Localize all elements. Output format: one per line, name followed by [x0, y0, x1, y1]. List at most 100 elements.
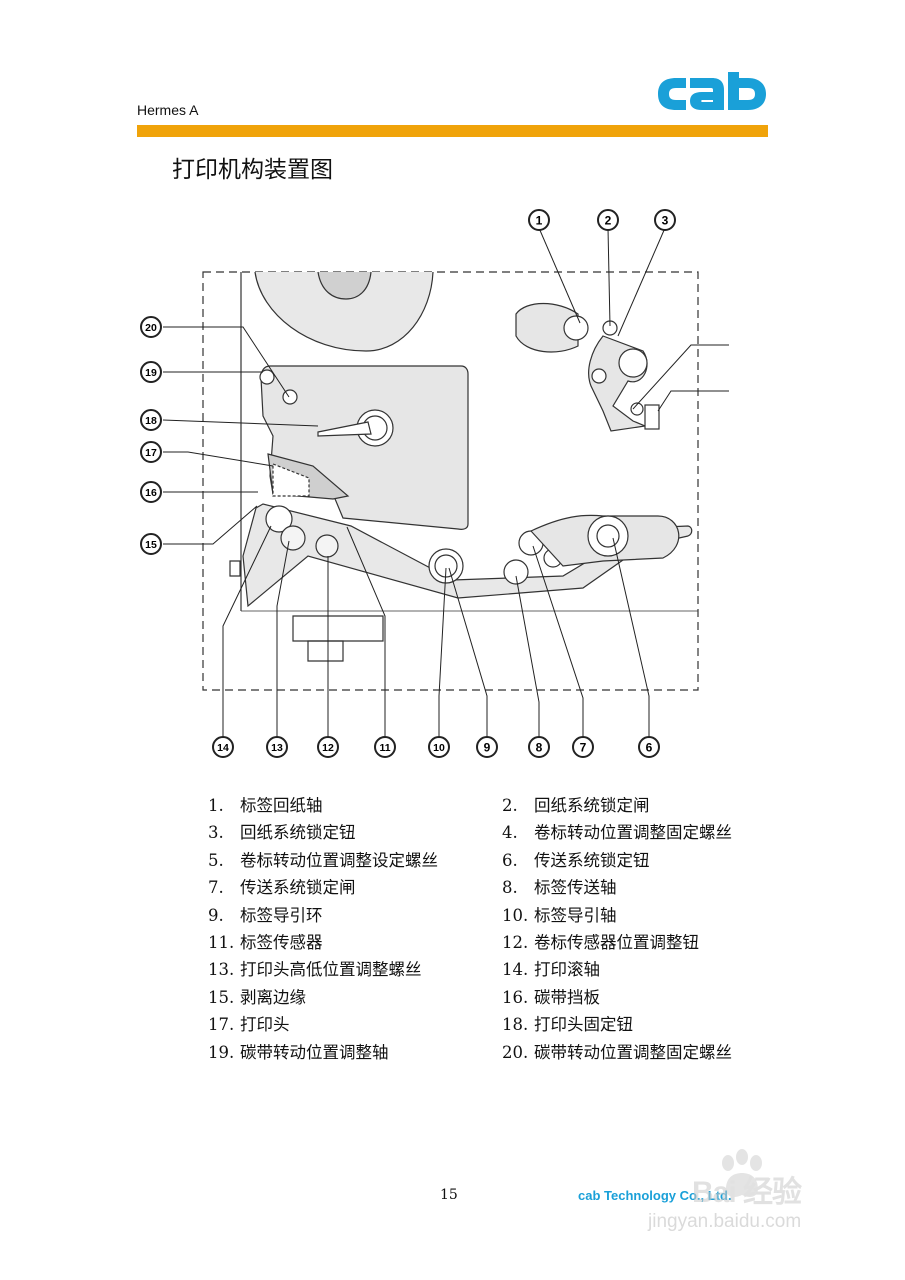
legend-item: 1.标签回纸轴 — [208, 796, 502, 815]
legend-number: 6. — [502, 850, 518, 870]
legend-text: 标签回纸轴 — [240, 796, 323, 815]
svg-text:19: 19 — [145, 367, 157, 379]
callout-17: 17 — [140, 441, 162, 463]
parts-legend: 1.标签回纸轴 2. 回纸系统锁定闸 3. 回纸系统锁定钮 4. 卷标转动位置调整固定… — [208, 796, 788, 1062]
document-header-title: Hermes A — [137, 102, 199, 118]
svg-text:20: 20 — [145, 322, 157, 334]
legend-number: 3. — [208, 823, 224, 843]
legend-item: 17.打印头 — [208, 1015, 502, 1034]
legend-item: 5.卷标转动位置调整设定螺丝 — [208, 851, 502, 870]
legend-number: 14. — [502, 960, 529, 980]
legend-text: 标签导引环 — [240, 905, 323, 925]
legend-number: 17. — [208, 1015, 235, 1035]
legend-item: 20.碳带转动位置调整固定螺丝 — [502, 1043, 788, 1062]
watermark-url: jingyan.baidu.com — [648, 1211, 802, 1232]
legend-number: 16. — [502, 987, 529, 1007]
legend-text: 标签传送轴 — [534, 878, 617, 898]
legend-number: 19. — [208, 1042, 235, 1062]
legend-item: 14.打印滚轴 — [502, 960, 788, 979]
svg-text:11: 11 — [379, 742, 390, 754]
page-number: 15 — [440, 1187, 458, 1203]
callout-14: 14 — [212, 736, 234, 758]
legend-item: 12.卷标传感器位置调整钮 — [502, 933, 788, 952]
svg-text:2: 2 — [605, 214, 612, 228]
legend-number: 18. — [502, 1015, 529, 1035]
svg-text:14: 14 — [217, 742, 229, 754]
legend-number: 10. — [502, 905, 529, 925]
legend-number: 20. — [502, 1042, 529, 1062]
svg-text:18: 18 — [145, 415, 157, 427]
legend-item: 8. 标签传送轴 — [502, 878, 788, 897]
legend-text: 碳带挡板 — [534, 987, 600, 1007]
callout-1: 1 — [528, 209, 550, 231]
svg-text:17: 17 — [145, 447, 157, 459]
legend-number: 15. — [208, 987, 235, 1007]
callout-13: 13 — [266, 736, 288, 758]
legend-text: 传送系统锁定钮 — [534, 850, 650, 870]
svg-text:16: 16 — [145, 487, 157, 499]
legend-number: 4. — [502, 823, 518, 843]
callout-2: 2 — [597, 209, 619, 231]
svg-text:7: 7 — [580, 741, 587, 755]
legend-number: 13. — [208, 960, 235, 980]
svg-text:12: 12 — [322, 742, 334, 754]
legend-item: 7.传送系统锁定闸 — [208, 878, 502, 897]
svg-text:15: 15 — [145, 539, 157, 551]
legend-text: 打印头 — [240, 1015, 290, 1035]
footer-company: cab Technology Co., Ltd. — [578, 1188, 732, 1203]
legend-number: 8. — [502, 878, 518, 898]
header-rule — [137, 125, 768, 137]
callout-11: 11 — [374, 736, 396, 758]
svg-text:1: 1 — [536, 214, 543, 228]
callout-8: 8 — [528, 736, 550, 758]
legend-item: 15.剥离边缘 — [208, 988, 502, 1007]
legend-item: 9. 标签导引环 — [208, 906, 502, 925]
legend-item: 2. 回纸系统锁定闸 — [502, 796, 788, 815]
printing-mechanism-diagram: 1 2 3 4 5 6 7 8 9 10 11 12 13 14 15 16 1… — [140, 209, 729, 758]
legend-number: 9. — [208, 905, 224, 925]
svg-text:10: 10 — [433, 742, 445, 754]
legend-item: 13.打印头高低位置调整螺丝 — [208, 960, 502, 979]
legend-item: 6. 传送系统锁定钮 — [502, 851, 788, 870]
callout-12: 12 — [317, 736, 339, 758]
legend-text: 回纸系统锁定钮 — [240, 823, 356, 843]
callout-20: 20 — [140, 316, 162, 338]
legend-text: 碳带转动位置调整固定螺丝 — [534, 1042, 732, 1062]
legend-number: 7. — [208, 878, 224, 898]
legend-number: 11. — [208, 932, 235, 952]
legend-number: 12. — [502, 932, 529, 952]
legend-text: 标签传感器 — [240, 932, 323, 952]
legend-text: 回纸系统锁定闸 — [534, 796, 650, 815]
svg-text:13: 13 — [271, 742, 283, 754]
callout-7: 7 — [572, 736, 594, 758]
callout-18: 18 — [140, 409, 162, 431]
legend-text: 卷标转动位置调整设定螺丝 — [240, 850, 438, 870]
callout-10: 10 — [428, 736, 450, 758]
legend-item: 18.打印头固定钮 — [502, 1015, 788, 1034]
ribbon-roll — [254, 271, 434, 352]
legend-item: 3. 回纸系统锁定钮 — [208, 823, 502, 842]
svg-text:8: 8 — [536, 741, 543, 755]
legend-text: 打印滚轴 — [534, 960, 600, 980]
callout-16: 16 — [140, 481, 162, 503]
svg-text:9: 9 — [484, 741, 491, 755]
paw-icon — [722, 1149, 762, 1197]
legend-item: 19.碳带转动位置调整轴 — [208, 1043, 502, 1062]
callout-19: 19 — [140, 361, 162, 383]
diagram-callouts: 1 2 3 4 5 6 7 8 9 10 11 12 13 14 15 16 1… — [140, 209, 676, 758]
legend-text: 标签导引轴 — [534, 905, 617, 925]
callout-3: 3 — [654, 209, 676, 231]
legend-item: 16.碳带挡板 — [502, 988, 788, 1007]
legend-item: 11.标签传感器 — [208, 933, 502, 952]
svg-text:3: 3 — [662, 214, 669, 228]
baidu-watermark: Bai 经验 jingyan.baidu.com — [640, 1145, 860, 1245]
legend-item: 4. 卷标转动位置调整固定螺丝 — [502, 823, 788, 842]
legend-text: 打印头固定钮 — [534, 1015, 633, 1035]
cab-logo — [658, 72, 766, 110]
svg-text:6: 6 — [646, 741, 653, 755]
frame-outline — [202, 271, 699, 691]
legend-text: 卷标传感器位置调整钮 — [534, 932, 699, 952]
legend-text: 卷标转动位置调整固定螺丝 — [534, 823, 732, 843]
legend-number: 2. — [502, 796, 518, 815]
legend-text: 剥离边缘 — [240, 987, 306, 1007]
